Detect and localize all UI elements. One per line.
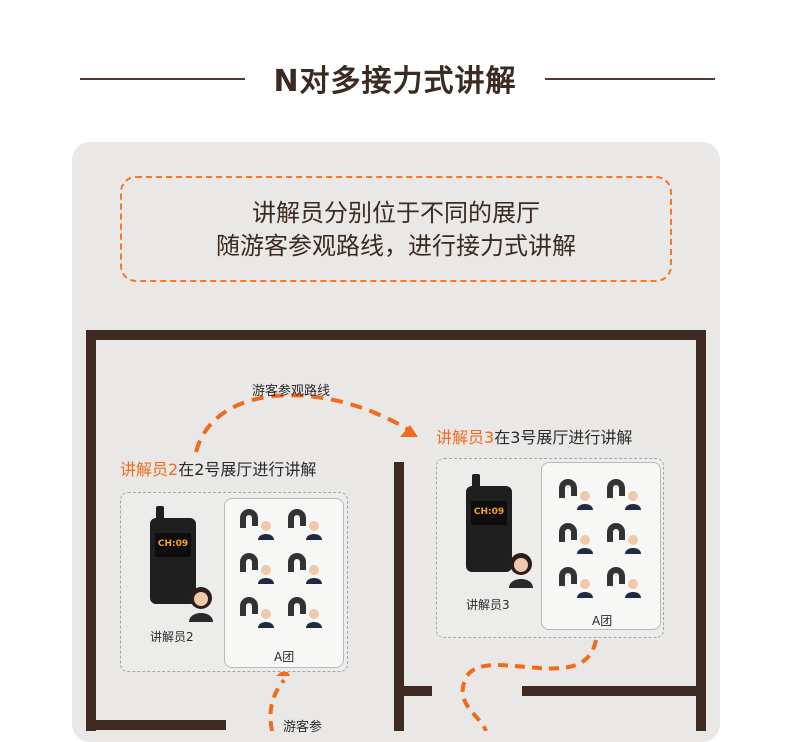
hall3-guide-name: 讲解员3 — [436, 428, 495, 447]
hall2-title-rest: 在2号展厅进行讲解 — [178, 460, 317, 479]
hall3-group-caption: A团 — [592, 614, 613, 628]
walkie-talkie-icon: CH:09 — [150, 506, 196, 604]
wall-bottom-right-a — [394, 686, 432, 696]
hall2-channel: CH:09 — [157, 539, 189, 549]
hall3-group-members — [555, 476, 659, 610]
hall2-title: 讲解员2在2号展厅进行讲解 — [120, 456, 316, 480]
walkie-talkie-icon: CH:09 — [466, 474, 512, 572]
hall2-guide-name: 讲解员2 — [120, 460, 179, 479]
hall3-title: 讲解员3在3号展厅进行讲解 — [436, 424, 632, 448]
hall3-title-rest: 在3号展厅进行讲解 — [494, 428, 633, 447]
guide-avatar-icon — [509, 553, 533, 588]
wall-bottom-right-b — [522, 686, 706, 696]
hall3-channel: CH:09 — [473, 507, 505, 517]
guide-avatar-icon — [189, 587, 213, 622]
wall-left — [86, 330, 96, 731]
hall2-group-caption: A团 — [274, 650, 295, 664]
wall-top — [86, 330, 706, 340]
callout-line-1: 讲解员分别位于不同的展厅 — [252, 199, 540, 227]
wall-middle — [394, 462, 404, 731]
route-label-bottom: 游客参 — [283, 720, 323, 735]
hall2-guide-caption: 讲解员2 — [150, 630, 194, 644]
callout-line-2: 随游客参观路线，进行接力式讲解 — [216, 232, 576, 260]
hall2-group-members — [236, 506, 340, 640]
wall-bottom-left — [86, 720, 226, 730]
hall3-guide-caption: 讲解员3 — [466, 598, 510, 612]
title-left-rule — [80, 78, 245, 80]
title-right-rule — [545, 78, 715, 80]
page-title: N对多接力式讲解 — [273, 64, 517, 99]
route-label-top: 游客参观路线 — [252, 384, 331, 399]
wall-right — [696, 330, 706, 731]
callout-box: 讲解员分别位于不同的展厅 随游客参观路线，进行接力式讲解 — [120, 176, 672, 282]
